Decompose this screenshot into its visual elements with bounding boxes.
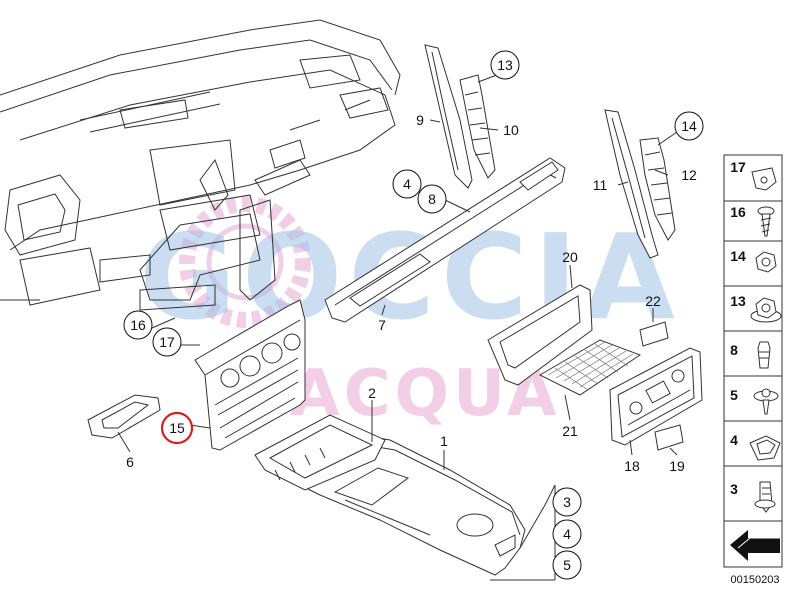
callout-2: 2 — [368, 385, 376, 401]
hardware-side-panel: 17 16 14 13 8 5 4 3 — [723, 154, 783, 568]
part-7-dash-trim — [324, 157, 566, 323]
part-22-cover — [639, 321, 669, 347]
callout-7: 7 — [378, 317, 386, 333]
part-2-storage-insert — [254, 414, 386, 491]
side-item-17-label: 17 — [730, 159, 746, 175]
callout-17: 17 — [159, 334, 175, 350]
side-item-8-label: 8 — [730, 342, 738, 358]
callout-16: 16 — [130, 317, 146, 333]
side-item-4-label: 4 — [730, 432, 738, 448]
screw-icon — [757, 206, 775, 237]
callout-5b: 5 — [563, 557, 571, 573]
side-item-13-label: 13 — [730, 293, 746, 309]
callout-3b: 3 — [563, 494, 571, 510]
callout-4: 4 — [403, 176, 411, 192]
part-19-cover — [654, 424, 684, 451]
callout-15: 15 — [169, 420, 185, 436]
callout-12: 12 — [681, 167, 697, 183]
side-item-5-label: 5 — [730, 387, 738, 403]
callout-20: 20 — [562, 249, 578, 265]
highlight-ring-15 — [160, 411, 194, 445]
part-18-control-panel — [609, 347, 703, 446]
callout-14: 14 — [681, 118, 697, 134]
part-6-frame — [87, 394, 161, 439]
part-20-frame — [487, 284, 593, 386]
dashboard-illustration — [0, 19, 401, 311]
callout-10: 10 — [503, 122, 519, 138]
part-10-bracket — [459, 74, 496, 179]
callout-texts: 13 14 4 8 16 17 15 3 4 5 9 10 11 12 7 20… — [126, 57, 697, 573]
callout-9: 9 — [416, 112, 424, 128]
callout-1: 1 — [440, 433, 448, 449]
callout-19: 19 — [669, 458, 685, 474]
clip-nut-icon — [751, 167, 777, 191]
callout-6: 6 — [126, 454, 134, 470]
washer-screw-icon — [753, 388, 779, 415]
callout-21: 21 — [562, 423, 578, 439]
callout-22: 22 — [645, 293, 661, 309]
callout-18: 18 — [624, 458, 640, 474]
hex-nut-icon — [755, 251, 777, 273]
watermark-gear-icon — [179, 196, 311, 328]
expanding-rivet-icon — [754, 481, 776, 513]
callout-labels — [123, 50, 704, 580]
orientation-arrow-icon — [730, 530, 780, 561]
spring-clip-icon — [749, 435, 781, 461]
side-item-16-label: 16 — [730, 204, 746, 220]
diagram-reference-code: 00150203 — [731, 574, 780, 586]
part-15-center-bezel — [194, 299, 306, 451]
part-11-pillar-trim — [604, 109, 659, 259]
flange-nut-icon — [750, 297, 782, 323]
callout-8: 8 — [428, 191, 436, 207]
part-12-bracket — [639, 137, 676, 241]
callout-11: 11 — [593, 177, 608, 193]
plug-icon — [757, 341, 771, 369]
side-item-14-label: 14 — [730, 248, 746, 264]
part-21-grille-insert — [538, 339, 642, 396]
side-item-3-label: 3 — [730, 481, 738, 497]
callout-4b: 4 — [563, 526, 571, 542]
part-9-pillar-trim — [424, 44, 473, 189]
callout-13: 13 — [497, 57, 513, 73]
